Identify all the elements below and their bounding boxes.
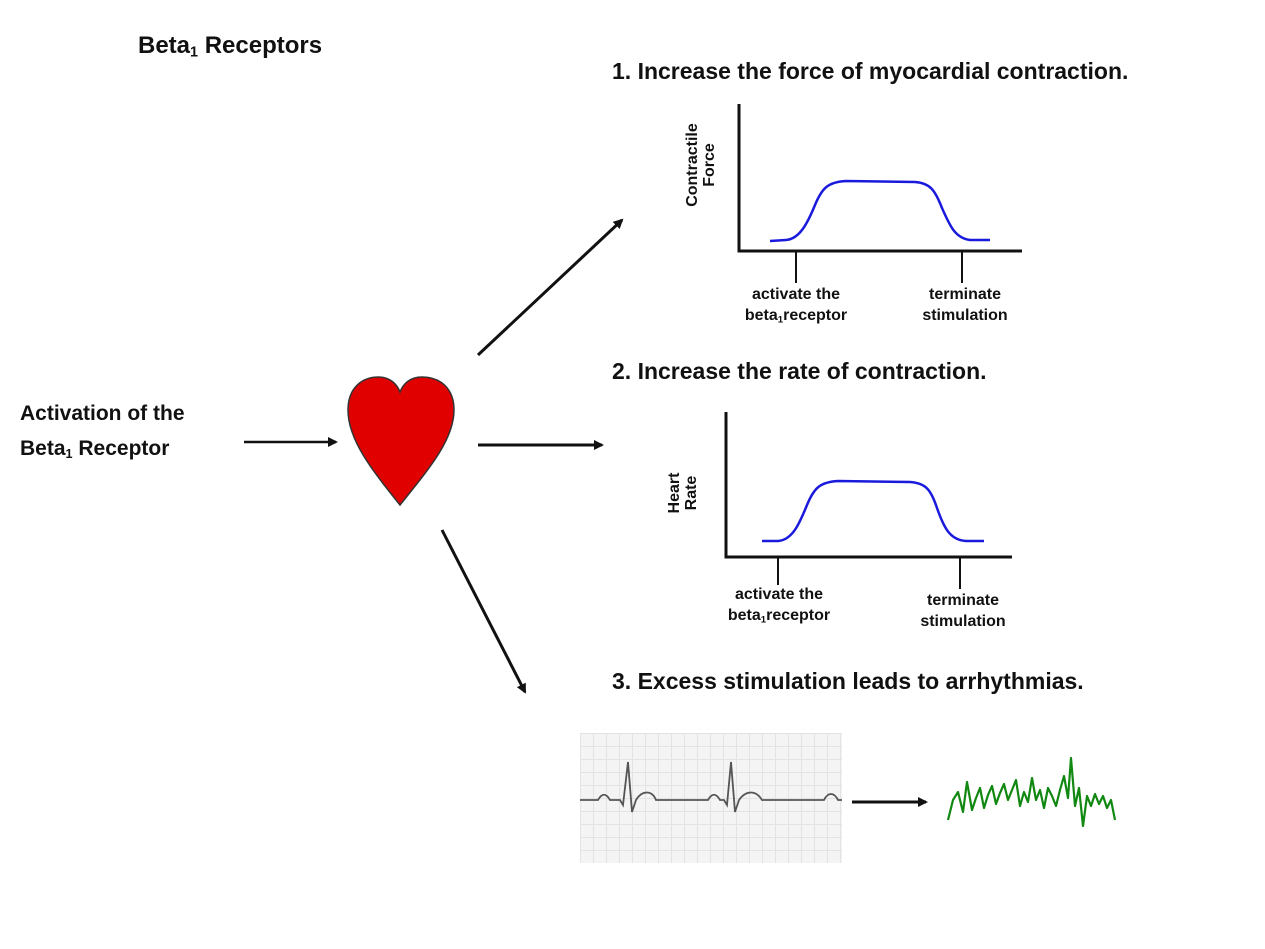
- effect-1-heading: 1. Increase the force of myocardial cont…: [612, 58, 1129, 84]
- graph2-curve: [762, 479, 984, 543]
- effect-3-heading: 3. Excess stimulation leads to arrhythmi…: [612, 668, 1084, 694]
- graph1-tick-label-activate: activate the beta1receptor: [744, 286, 848, 326]
- arrhythmia-trace: [946, 756, 1117, 828]
- graph2-tick-label-activate: activate the beta1receptor: [727, 586, 831, 626]
- graph2-axes: [724, 412, 1012, 559]
- activation-label-line2: Beta1 Receptor: [20, 437, 170, 462]
- heart-icon: [347, 376, 455, 507]
- graph2-tick-label-terminate: terminate stimulation: [920, 592, 1006, 630]
- effect-2-heading: 2. Increase the rate of contraction.: [612, 358, 987, 384]
- ecg-strip-background: [580, 733, 842, 863]
- arrow-heart-to-effect-3: [440, 529, 527, 694]
- activation-label-line1: Activation of the: [20, 402, 185, 425]
- arrow-heart-to-effect-1: [476, 218, 624, 357]
- page-title: Beta1 Receptors: [138, 32, 323, 61]
- graph1-axes: [737, 104, 1022, 253]
- graph1-tick-label-terminate: terminate stimulation: [922, 286, 1008, 324]
- graph1-curve: [769, 179, 990, 243]
- ecg-normal-trace: [580, 761, 842, 813]
